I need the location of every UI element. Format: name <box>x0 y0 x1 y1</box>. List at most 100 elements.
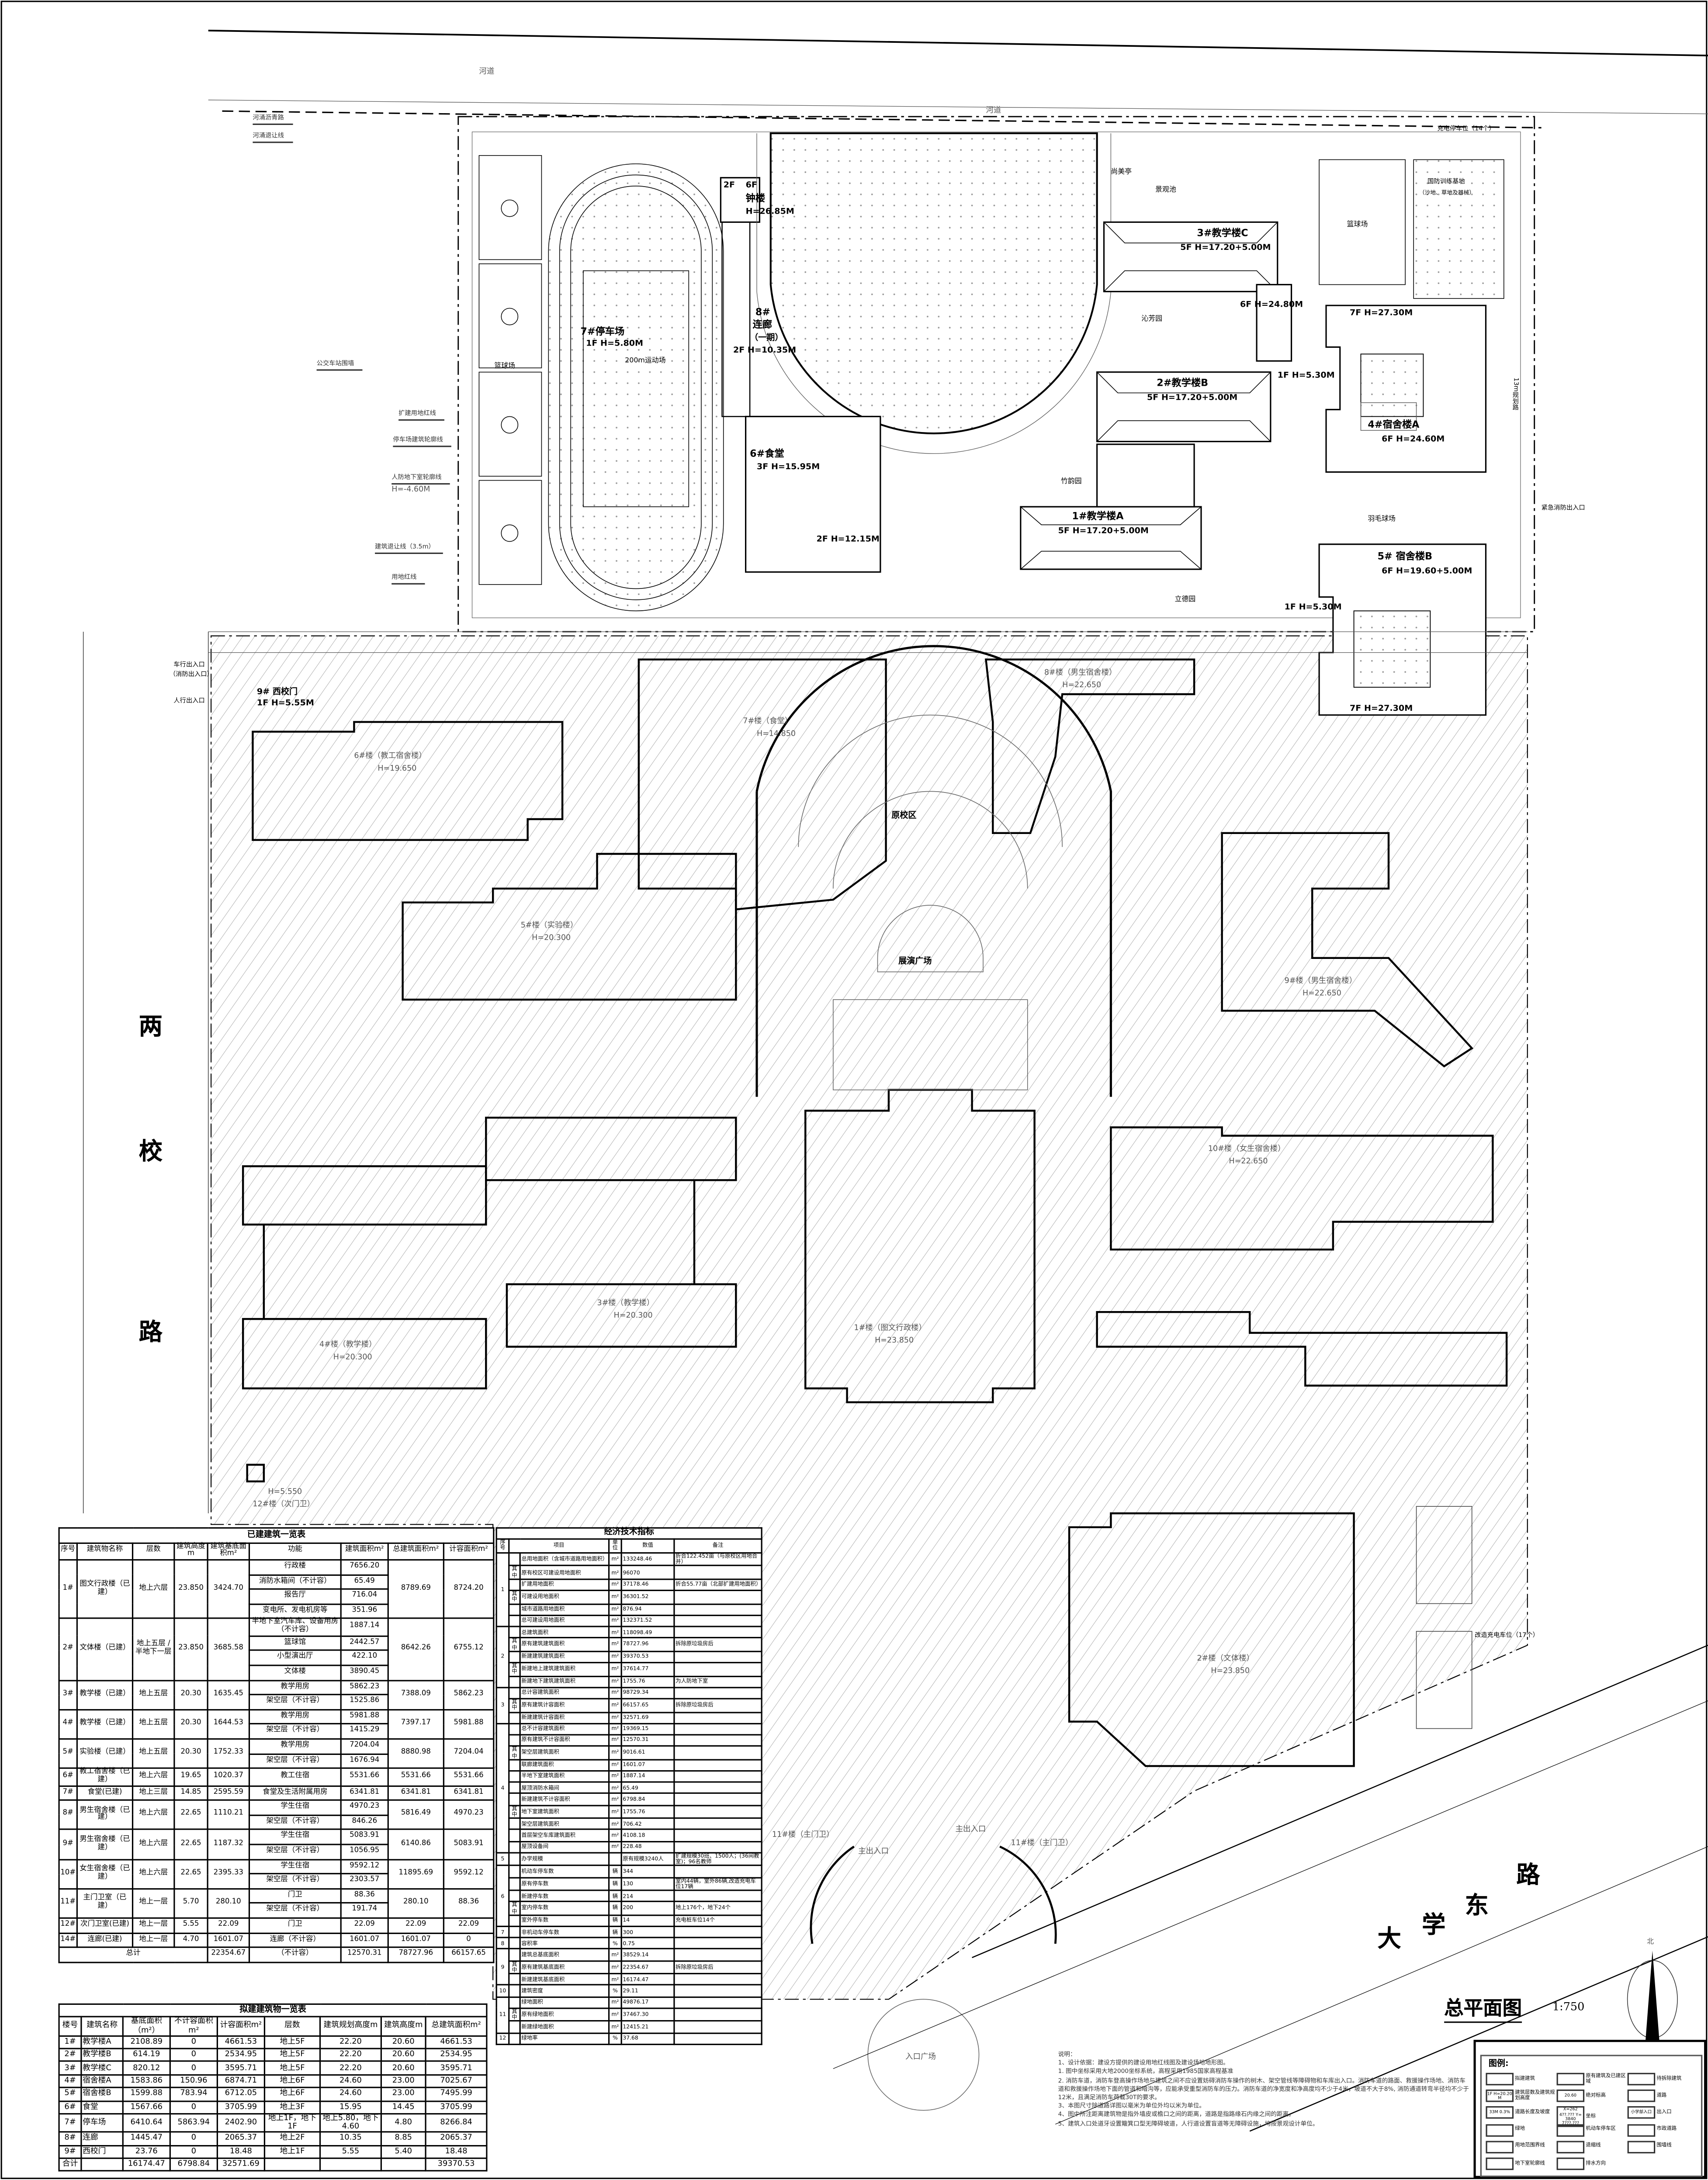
cell-unit: 辆 <box>608 1865 622 1878</box>
label-clock-height: H=26.85M <box>745 207 794 217</box>
cell-unit: % <box>608 1937 622 1950</box>
cell-function: 教工住宿 <box>248 1768 342 1786</box>
table-cell: 教学楼A <box>80 2035 124 2049</box>
cell-base: 3685.58 <box>207 1618 250 1681</box>
cell-unit: 辆 <box>608 1926 622 1939</box>
cell-function: 食堂及生活附属用房 <box>248 1785 342 1801</box>
cell-item: 总建筑面积 <box>519 1626 610 1639</box>
cell-no: 7# <box>58 1785 78 1801</box>
cell-no: 10# <box>58 1858 78 1889</box>
label-field-200m: 200m运动场 <box>625 356 666 365</box>
table-cell: 宿舍楼A <box>80 2074 124 2089</box>
annotation-river-setback: 河涌退让线 <box>253 134 292 142</box>
cell-item: 架空层建筑面积 <box>519 1745 610 1761</box>
river-label: 河道 <box>479 68 495 76</box>
cell-seq: 10 <box>495 1984 510 1997</box>
label-existing-9-height: H=22.650 <box>1302 990 1341 998</box>
legend-swatch <box>1486 2073 1514 2086</box>
cell-sub-label <box>508 1876 521 1891</box>
cell-base: 2595.59 <box>207 1785 250 1801</box>
legend-swatch <box>1627 2124 1656 2136</box>
cell-sub-label: 其中 <box>508 1804 521 1819</box>
table-cell: 8266.84 <box>425 2113 488 2133</box>
cell-function: 学生住宿 <box>248 1858 342 1875</box>
label-corridor-8-height: 2F H=10.35M <box>733 346 797 356</box>
cell-name: 文体楼（已建） <box>76 1618 134 1681</box>
note-line: 5、建筑入口处道牙设置簸箕口型无障碍坡道，人行道设置盲道等无障碍设施，均按景观设… <box>1058 2121 1319 2128</box>
cell-note: 折合122.452亩（与原校区用地合并） <box>673 1552 762 1567</box>
cell-unit: m² <box>608 1675 622 1689</box>
cell-total: 6140.86 <box>387 1829 444 1860</box>
cell-no: 11# <box>58 1888 78 1919</box>
cell-base: 1601.07 <box>207 1932 250 1948</box>
legend-label: 道路 <box>1656 2092 1667 2098</box>
cell-item: 原有停车数 <box>519 1876 610 1891</box>
table-cell: 6712.05 <box>216 2087 265 2102</box>
table-cell: 4661.53 <box>425 2035 488 2049</box>
label-zhuyun-garden: 竹韵园 <box>1060 478 1082 486</box>
cell-value: 98729.34 <box>620 1686 675 1700</box>
running-track <box>548 163 724 612</box>
table-cell: 地上2F <box>263 2132 321 2146</box>
cell-sub-label <box>508 1603 521 1616</box>
legend-item: 机动车停车区 <box>1556 2124 1626 2136</box>
cell-seq: 6 <box>495 1865 510 1927</box>
label-teaching-a-height: 5F H=17.20+5.00M <box>1058 526 1149 536</box>
table-row: 架空层（不计容）846.26 <box>59 1814 494 1831</box>
legend-item: 拟建建筑 <box>1486 2073 1555 2086</box>
cell-seq: 1 <box>495 1552 510 1628</box>
label-defense-base: 国防训练基地 <box>1427 179 1465 186</box>
cell-total: 8880.98 <box>387 1738 444 1769</box>
cell-function: 篮球馆 <box>248 1635 342 1651</box>
cell-unit: m² <box>608 1973 622 1986</box>
cell-no: 9# <box>58 1829 78 1860</box>
cell-area: 5862.23 <box>340 1679 389 1696</box>
south-road-name-char: 大 <box>1377 1925 1401 1954</box>
label-canteen-6-2f: 2F H=12.15M <box>816 534 880 544</box>
cell-unit: m² <box>608 1651 622 1664</box>
label-performance-plaza: 展演广场 <box>898 956 932 966</box>
label-main-entry: 主出入口 <box>858 1848 889 1856</box>
cell-sub-label <box>508 1792 521 1806</box>
cell-seq: 9 <box>495 1948 510 1986</box>
legend-item: 市政道路 <box>1627 2124 1697 2136</box>
table-cell: 2065.37 <box>216 2132 265 2146</box>
north-arrow <box>1627 1951 1678 2041</box>
annotation-river-road: 河涌沥青路 <box>253 116 292 125</box>
cell-value: 32571.69 <box>620 1711 675 1724</box>
cell-note <box>673 1865 762 1878</box>
cell-far: 5981.88 <box>443 1709 495 1740</box>
cell-note: 折合55.77亩（北部扩建用地面积） <box>673 1578 762 1592</box>
cell-note <box>673 1711 762 1724</box>
label-charging-17: 改造充电车位（17个） <box>1475 1633 1539 1640</box>
cell-value: 1755.76 <box>620 1804 675 1819</box>
column-header: 建筑名称 <box>80 2016 124 2037</box>
cell-no: 12# <box>58 1917 78 1934</box>
cell-value: 29.11 <box>620 1984 675 1997</box>
cell-function: 报告厅 <box>248 1588 342 1605</box>
column-header: 总建筑面积m² <box>387 1542 444 1561</box>
cell-note <box>673 1614 762 1628</box>
label-clock-6f: 6F <box>745 180 757 190</box>
cell-area: 422.10 <box>340 1650 389 1666</box>
table-cell: 6874.71 <box>216 2074 265 2089</box>
river-setback-line <box>222 110 1542 128</box>
cell-sub-label <box>508 1734 521 1747</box>
table-cell: 3# <box>58 2061 82 2076</box>
cell-area: 88.36 <box>340 1888 389 1904</box>
cell-total: 5531.66 <box>387 1768 444 1786</box>
